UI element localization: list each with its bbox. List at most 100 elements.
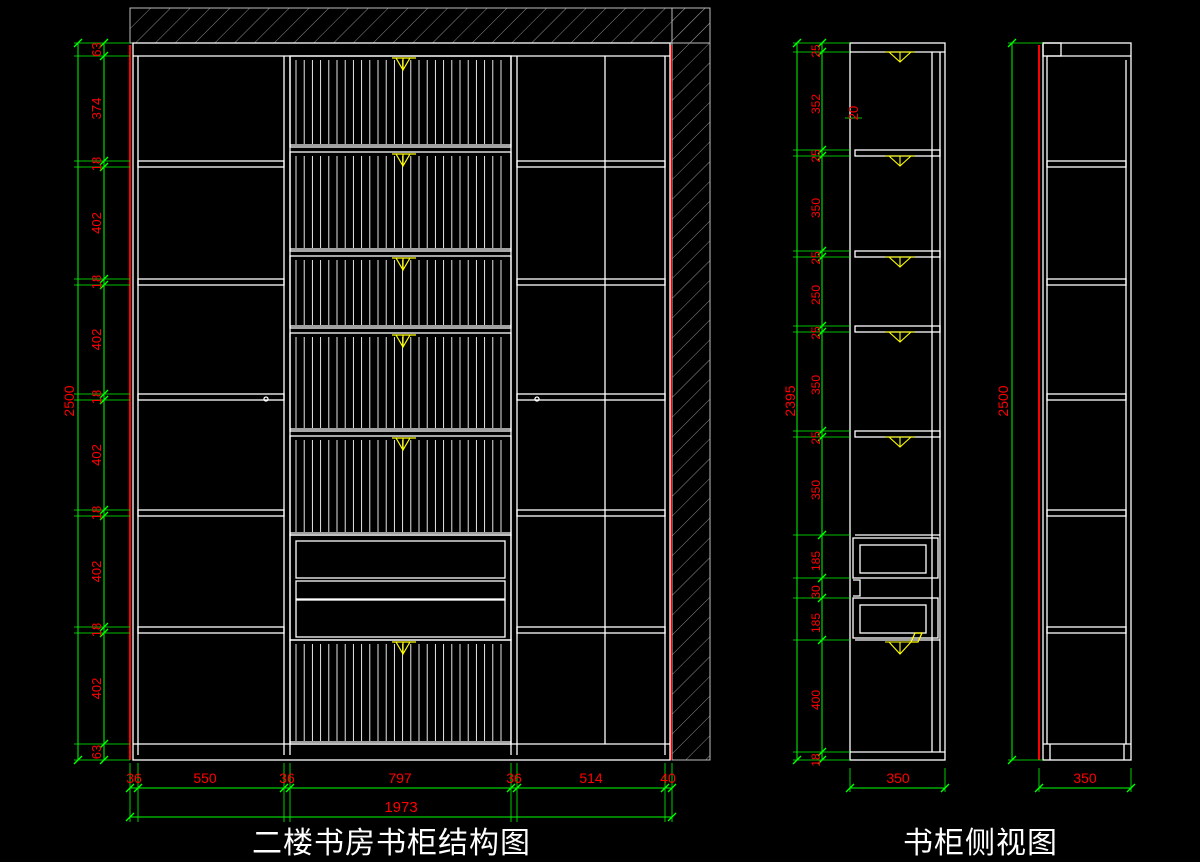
fluted-door-5 (289, 639, 512, 745)
dim-tick (667, 812, 677, 822)
side-height-dim-10: 185 (809, 551, 823, 571)
dim-tick (99, 628, 109, 638)
back-shelf-1 (1046, 278, 1127, 286)
side-height-dim-2: 25 (809, 149, 823, 163)
right-shelf-3 (516, 509, 666, 517)
side-handle-icon (885, 256, 915, 268)
right-door-knob (534, 396, 540, 402)
fluted-door-frame (289, 639, 512, 745)
dim-tick (73, 755, 83, 765)
dim-tick (817, 635, 827, 645)
front-height-dim-6: 18 (89, 390, 104, 404)
door-handle-icon (392, 334, 416, 349)
back-cabinet-elevation (1042, 42, 1132, 761)
front-height-dim-12: 63 (89, 745, 104, 759)
drawer-front-1 (295, 540, 506, 579)
side-drawer-2-inner (859, 604, 927, 634)
side-drawer-slide (853, 579, 861, 597)
drawer-rail (295, 580, 506, 600)
side-pull-icon (909, 632, 924, 643)
door-handle-icon (392, 257, 416, 272)
front-height-dim-2: 18 (89, 157, 104, 171)
back-shelf-3 (1046, 509, 1127, 517)
dim-tick (285, 783, 295, 793)
fluted-door-2 (289, 255, 512, 329)
dim-tick (99, 511, 109, 521)
dim-tick (1126, 783, 1136, 793)
door-handle-icon (392, 437, 416, 452)
back-shelf-0 (1046, 160, 1127, 168)
dim-tick (817, 38, 827, 48)
dim-tick (279, 783, 289, 793)
back-depth-dim: 350 (1073, 770, 1097, 786)
dim-tick (817, 327, 827, 337)
front-height-dim-9: 402 (89, 561, 104, 583)
dim-tick (1007, 38, 1017, 48)
side-height-dim-9: 350 (809, 480, 823, 500)
fluted-door-frame (289, 151, 512, 252)
dim-tick (99, 622, 109, 632)
side-shelf-3 (854, 430, 941, 438)
side-height-dim-14: 18 (809, 753, 823, 767)
side-height-dim-1: 352 (809, 94, 823, 114)
main-drawing-title: 二楼书房书柜结构图 (252, 826, 531, 861)
side-shelf-2 (854, 325, 941, 333)
side-cabinet-elevation (849, 42, 946, 761)
fluted-door-frame (289, 255, 512, 329)
front-width-dim-4: 36 (506, 770, 522, 786)
fluted-door-frame (289, 55, 512, 148)
dim-tick (99, 162, 109, 172)
side-height-dim-5: 250 (809, 285, 823, 305)
wall-edge-lines (129, 45, 1040, 760)
cabinet-outline (132, 42, 671, 761)
side-shelf-1 (854, 250, 941, 258)
left-shelf-3 (137, 509, 285, 517)
dim-tick (506, 783, 516, 793)
dim-tick (125, 812, 135, 822)
back-total-height: 2500 (995, 385, 1011, 416)
front-height-dim-10: 18 (89, 623, 104, 637)
side-gap-dim: 20 (846, 106, 861, 120)
dim-tick (817, 321, 827, 331)
dim-tick (792, 755, 802, 765)
front-height-dim-0: 63 (89, 42, 104, 56)
side-height-dim-4: 25 (809, 251, 823, 265)
dim-tick (660, 783, 670, 793)
dim-tick (73, 38, 83, 48)
drawer-block (289, 534, 512, 641)
back-shelf-2 (1046, 393, 1127, 401)
right-shelf-4 (516, 626, 666, 634)
side-height-dim-3: 350 (809, 198, 823, 218)
side-drawer-1-inner (859, 544, 927, 574)
front-width-dim-5: 514 (579, 770, 603, 786)
front-width-dim-2: 36 (279, 770, 295, 786)
left-shelf-0 (137, 160, 285, 168)
fluted-door-frame (289, 435, 512, 536)
side-height-dim-12: 185 (809, 613, 823, 633)
dim-tick (817, 573, 827, 583)
dim-tick (817, 593, 827, 603)
front-height-dim-11: 402 (89, 678, 104, 700)
back-outline (1042, 42, 1132, 761)
dim-tick (817, 755, 827, 765)
fluted-door-1 (289, 151, 512, 252)
side-handle-icon (885, 436, 915, 448)
front-width-dim-1: 550 (193, 770, 217, 786)
front-width-dim-0: 36 (126, 770, 142, 786)
drawer-front-2 (295, 599, 506, 638)
dim-tick (99, 739, 109, 749)
dim-tick (817, 747, 827, 757)
dim-tick (99, 51, 109, 61)
dim-tick (99, 395, 109, 405)
front-height-dim-3: 402 (89, 212, 104, 234)
front-height-dim-7: 402 (89, 444, 104, 466)
side-handle-icon (885, 641, 915, 655)
side-handle-icon (885, 331, 915, 343)
side-shelf-0 (854, 149, 941, 157)
dim-tick (99, 38, 109, 48)
dim-tick (99, 156, 109, 166)
dim-tick (99, 505, 109, 515)
front-total-width: 1973 (384, 799, 417, 816)
